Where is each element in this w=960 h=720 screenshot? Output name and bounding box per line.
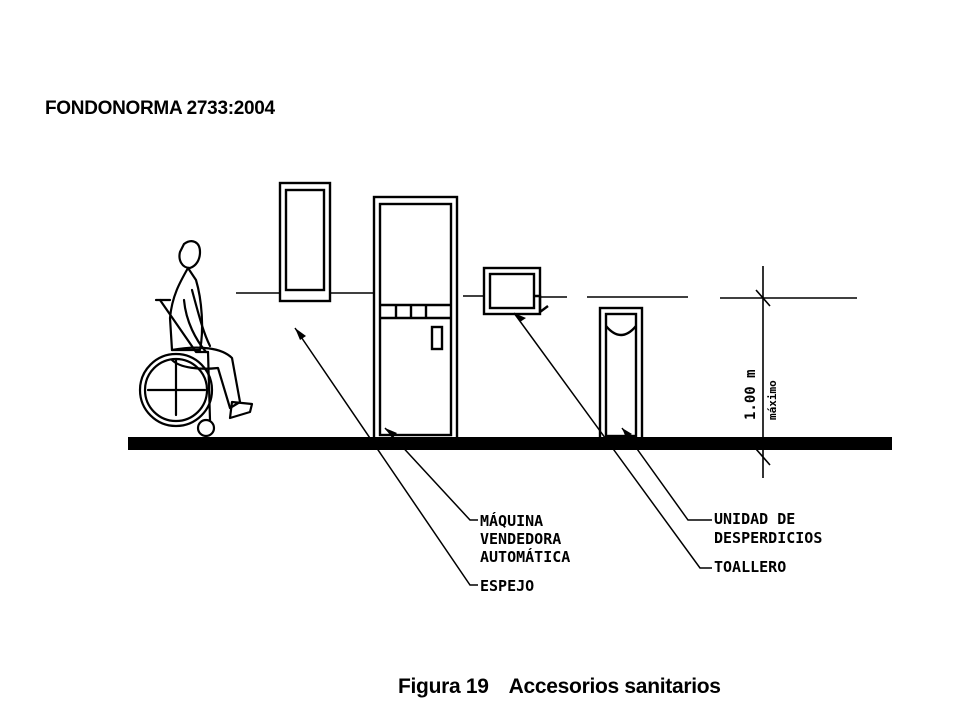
leader-arrows	[295, 313, 632, 438]
towel-dispenser-symbol	[482, 266, 549, 316]
figure-caption: Figura 19 Accesorios sanitarios	[398, 675, 721, 699]
floor-line	[128, 437, 892, 450]
reference-height-line	[236, 292, 857, 299]
vending-machine-symbol	[372, 195, 459, 441]
label-waste-line2: DESPERDICIOS	[714, 529, 822, 547]
label-vending-line3: AUTOMÁTICA	[480, 547, 570, 566]
label-mirror: ESPEJO	[480, 577, 534, 595]
document-header: FONDONORMA 2733:2004	[45, 98, 275, 119]
figure-number: Figura 19	[398, 675, 489, 698]
mirror-symbol	[278, 181, 332, 303]
leader-lines	[294, 312, 712, 586]
label-towel: TOALLERO	[714, 558, 786, 576]
label-waste-line1: UNIDAD DE	[714, 510, 795, 528]
dimension-qualifier: máximo	[766, 380, 779, 420]
label-vending-line1: MÁQUINA	[480, 511, 543, 530]
label-vending-line2: VENDEDORA	[480, 530, 561, 548]
height-dimension-line	[755, 266, 771, 478]
figure-title: Accesorios sanitarios	[508, 675, 721, 698]
waste-unit-symbol	[598, 306, 644, 443]
wheelchair-user-figure	[138, 240, 254, 438]
dimension-value: 1.00 m	[743, 369, 759, 420]
